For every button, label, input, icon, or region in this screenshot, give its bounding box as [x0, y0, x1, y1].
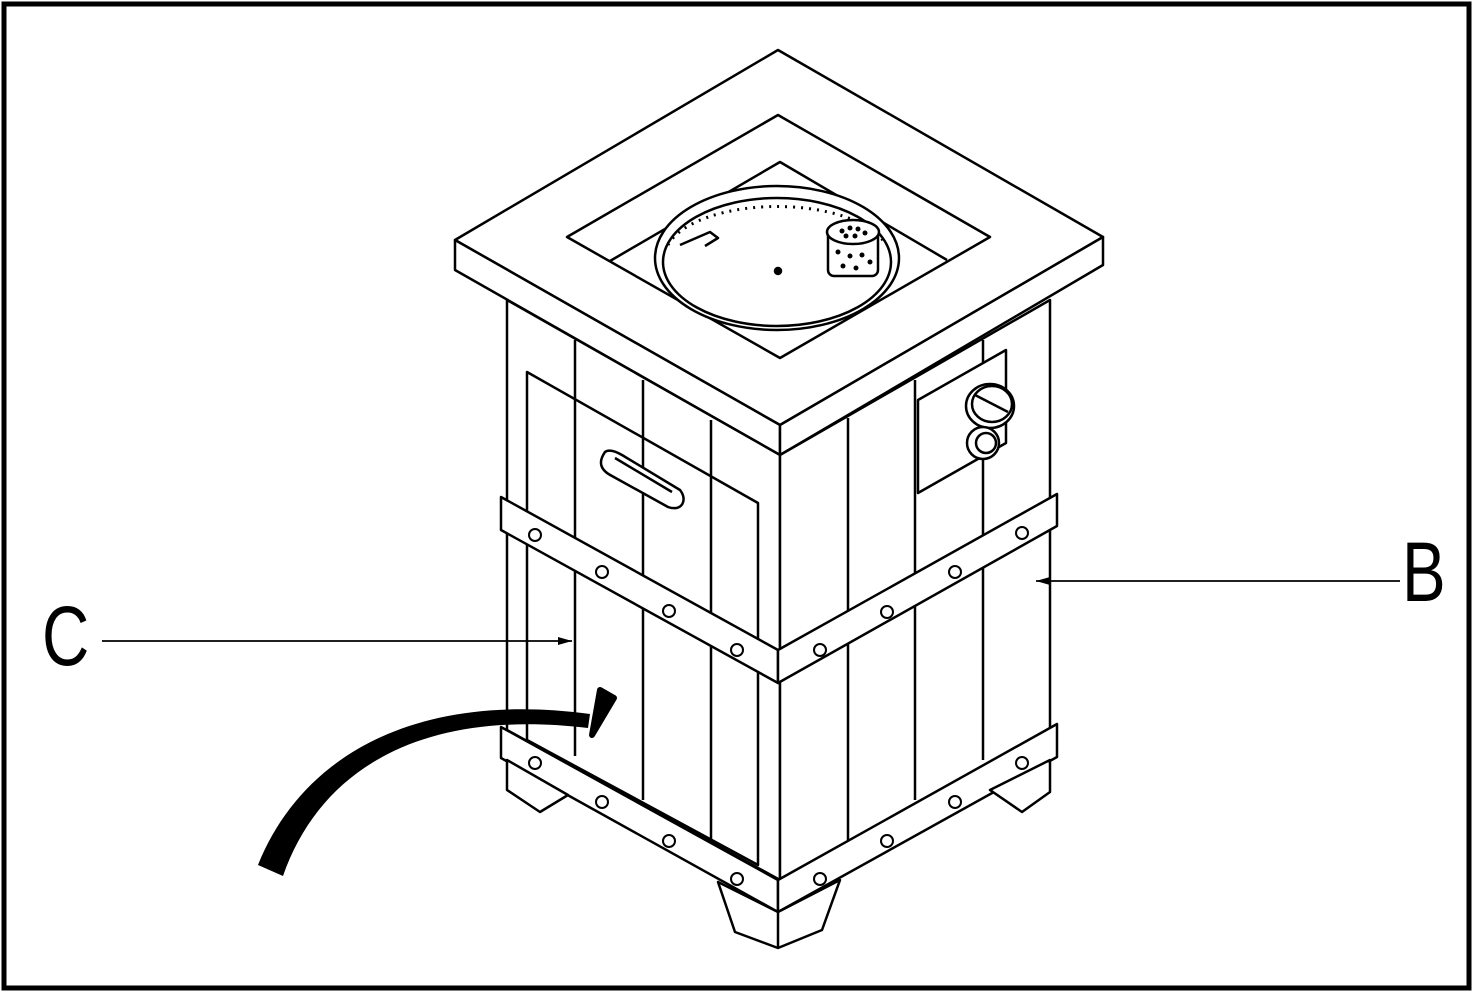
- foot-right: [988, 758, 1052, 814]
- tabletop-right-edge: [778, 235, 1105, 457]
- door-handle-slot: [599, 449, 685, 510]
- band-rivets: [528, 526, 1029, 886]
- upper-band-right: [776, 492, 1059, 685]
- foot-left: [505, 758, 570, 814]
- label-b: B: [1402, 525, 1446, 619]
- fire-pit-drawing: [453, 48, 1105, 950]
- rotate-arrow-icon: [258, 687, 617, 876]
- burner-ring-icon: [653, 184, 901, 332]
- leader-arrowhead-b: [1036, 577, 1050, 585]
- leader-arrowhead-c: [558, 637, 572, 645]
- lower-band-right: [776, 722, 1059, 914]
- control-knob-icon: [964, 382, 1016, 430]
- igniter-button-icon: [965, 425, 1001, 461]
- access-door-c: [525, 370, 760, 867]
- label-c: C: [42, 589, 90, 683]
